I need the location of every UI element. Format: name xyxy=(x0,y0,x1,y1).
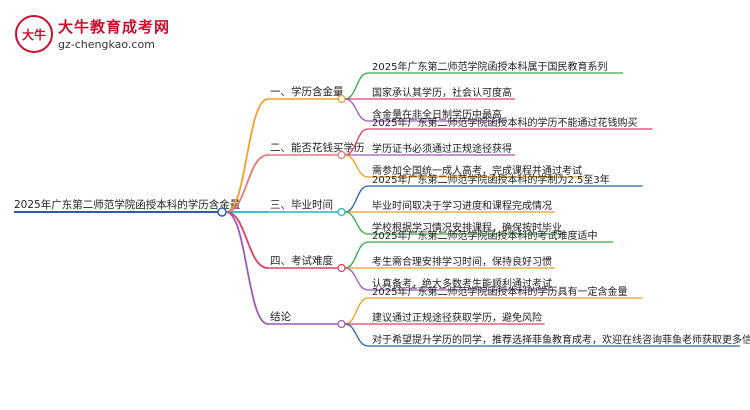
branch-label: 三、毕业时间 xyxy=(270,198,333,211)
branch-node-dot xyxy=(337,94,346,104)
logo-title: 大牛教育成考网 xyxy=(58,18,171,36)
leaf-label: 学历证书必须通过正规途径获得 xyxy=(372,142,512,155)
branch-connector xyxy=(225,98,269,213)
branch-label: 四、考试难度 xyxy=(270,254,333,267)
leaf-label: 毕业时间取决于学习进度和课程完成情况 xyxy=(372,199,552,212)
leaf-label: 考生需合理安排学习时间，保持良好习惯 xyxy=(372,255,552,268)
leaf-label: 认真备考，绝大多数考生能顺利通过考试 xyxy=(372,277,552,290)
leaf-connector xyxy=(344,211,369,235)
site-logo[interactable]: 大牛 大牛教育成考网 gz-chengkao.com xyxy=(14,14,169,56)
leaf-label: 需参加全国统一成人高考，完成课程并通过考试 xyxy=(372,164,582,177)
leaf-connector xyxy=(344,185,369,213)
branch-label: 一、学历含金量 xyxy=(270,85,344,98)
leaf-connector xyxy=(344,98,369,122)
leaf-label: 国家承认其学历，社会认可度高 xyxy=(372,86,512,99)
branch-node-dot xyxy=(337,319,346,329)
leaf-connector xyxy=(344,241,369,269)
branch-node-dot xyxy=(337,263,346,273)
leaf-label: 2025年广东第二师范学院函授本科属于国民教育系列 xyxy=(372,60,607,73)
branch-node-dot xyxy=(337,207,346,217)
leaf-label: 学校根据学习情况安排课程，确保按时毕业 xyxy=(372,221,562,234)
leaf-connector xyxy=(344,297,369,325)
logo-mark-glyph: 大牛 xyxy=(22,27,46,42)
root-label: 2025年广东第二师范学院函授本科的学历含金量 xyxy=(14,198,241,211)
branch-node-dot xyxy=(337,150,346,160)
logo-url: gz-chengkao.com xyxy=(58,38,155,51)
leaf-connector xyxy=(344,128,369,156)
leaf-label: 2025年广东第二师范学院函授本科的学制为2.5至3年 xyxy=(372,173,610,186)
branch-label: 结论 xyxy=(270,310,291,323)
leaf-label: 2025年广东第二师范学院函授本科的学历不能通过花钱购买 xyxy=(372,116,637,129)
branch-label: 二、能否花钱买学历 xyxy=(270,141,365,154)
leaf-connector xyxy=(344,323,369,347)
leaf-connector xyxy=(344,154,369,178)
leaf-connector xyxy=(344,267,369,291)
logo-mark-icon: 大牛 xyxy=(15,15,53,53)
leaf-label: 2025年广东第二师范学院函授本科的学历具有一定含金量 xyxy=(372,285,627,298)
leaf-connector xyxy=(344,72,369,100)
branch-connector xyxy=(225,154,269,213)
root-node-dot xyxy=(217,207,227,217)
leaf-label: 含金量在非全日制学历中最高 xyxy=(372,108,502,121)
leaf-label: 建议通过正规途径获取学历，避免风险 xyxy=(372,311,542,324)
branch-connector xyxy=(225,211,269,269)
branch-connector xyxy=(225,211,269,325)
leaf-label: 2025年广东第二师范学院函授本科的考试难度适中 xyxy=(372,229,597,242)
leaf-label: 对于希望提升学历的同学，推荐选择菲鱼教育成考，欢迎在线咨询菲鱼老师获取更多信息和… xyxy=(372,333,750,346)
